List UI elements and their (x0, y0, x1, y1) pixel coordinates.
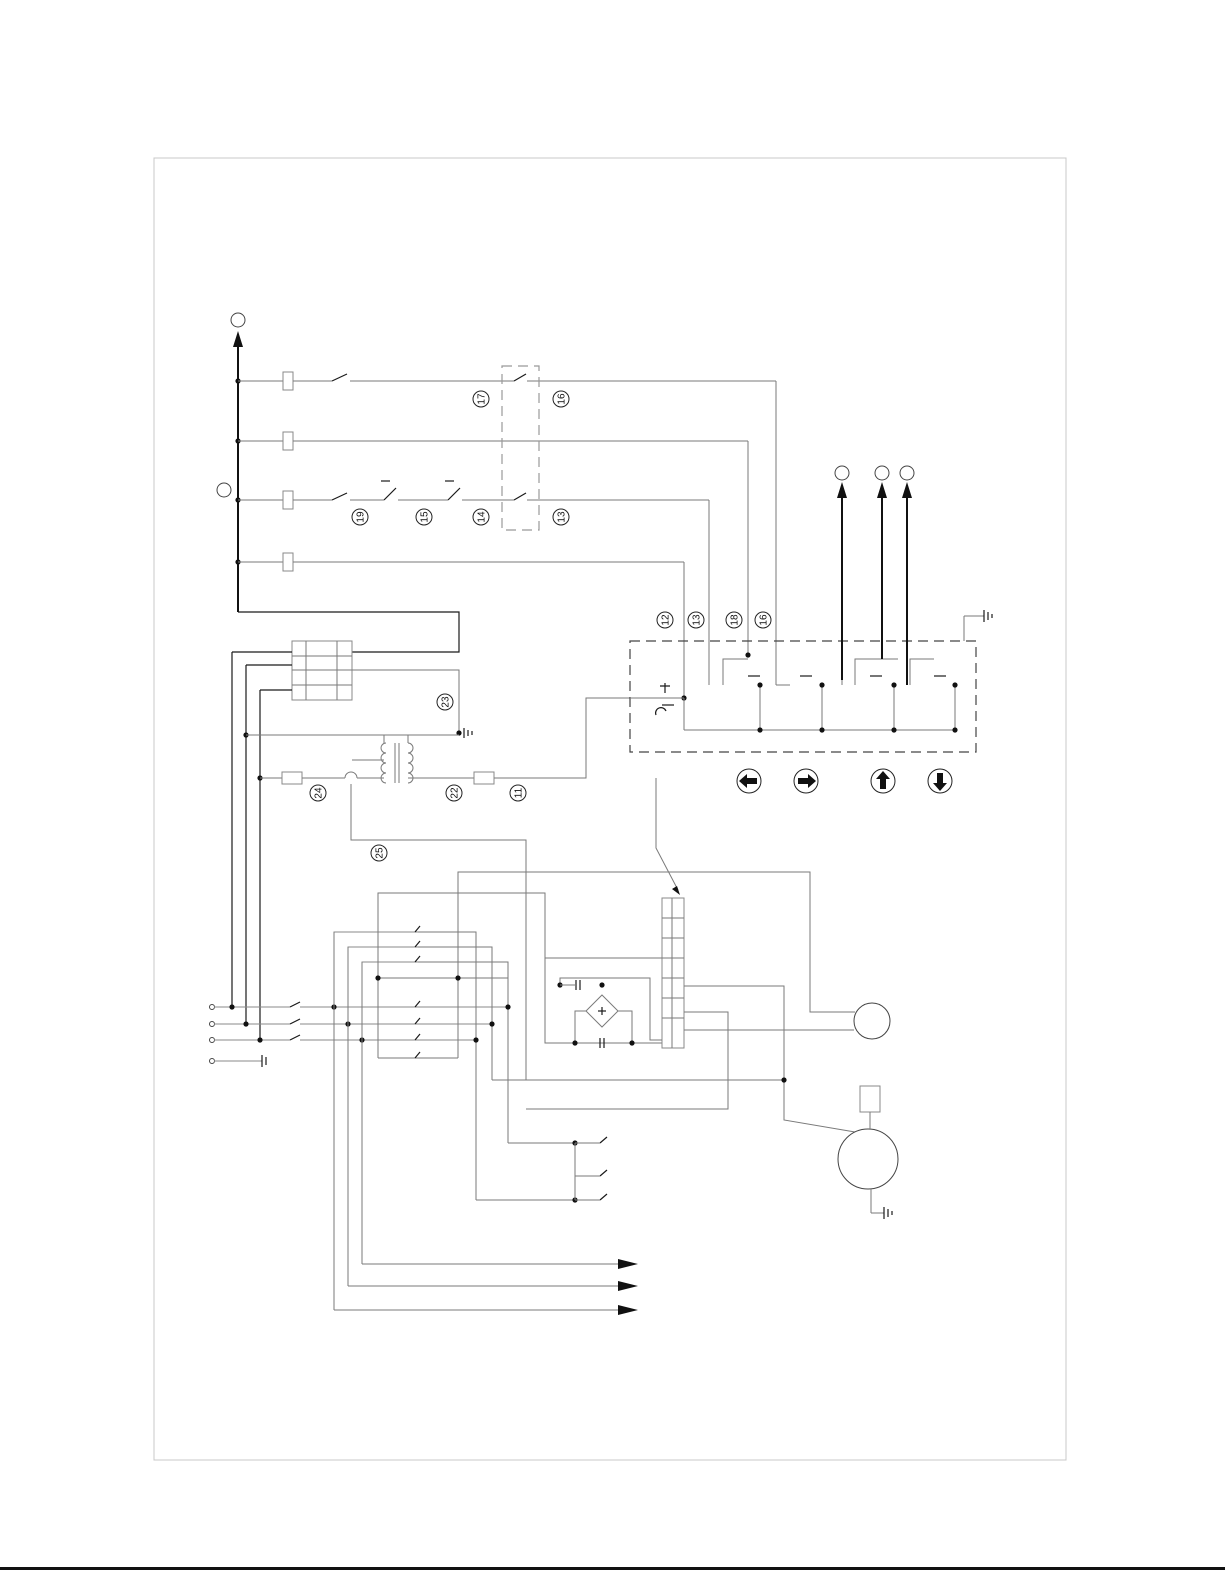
fuse-11 (474, 772, 494, 784)
svg-text:13: 13 (557, 511, 568, 523)
wire-label-15: 15 (416, 509, 432, 525)
coil-2 (283, 432, 293, 450)
svg-text:22: 22 (450, 787, 461, 799)
wire-label-16: 16 (755, 612, 771, 628)
arrow-up-icon (871, 769, 895, 793)
svg-text:25: 25 (375, 847, 386, 859)
svg-text:14: 14 (477, 511, 488, 523)
svg-text:18: 18 (730, 614, 741, 626)
svg-text:16: 16 (557, 393, 568, 405)
hoist-motor (838, 1129, 898, 1189)
interlock-box (502, 366, 539, 530)
svg-text:24: 24 (314, 787, 325, 799)
coil-1 (283, 372, 293, 390)
mains-pe (210, 1059, 215, 1064)
terminal-out-2 (875, 466, 889, 480)
svg-text:23: 23 (441, 696, 452, 708)
bus-arrowhead (233, 331, 243, 347)
page-bottom-rule (0, 1567, 1225, 1570)
pushbutton-group (723, 488, 958, 733)
power-circuit (210, 778, 899, 1315)
svg-text:19: 19 (356, 511, 367, 523)
fuse-24 (282, 772, 302, 784)
wire-label-14: 14 (473, 509, 489, 525)
wire-label-24: 24 (310, 785, 326, 801)
wire-label-25: 25 (371, 845, 387, 861)
wire-label-23: 23 (437, 694, 453, 710)
arrow-down-icon (928, 769, 952, 793)
wire-label-16-top: 16 (553, 391, 569, 407)
mains-l1 (210, 1005, 215, 1010)
svg-text:16: 16 (759, 614, 770, 626)
wire-label-12: 12 (657, 612, 673, 628)
svg-text:15: 15 (420, 511, 431, 523)
svg-text:12: 12 (661, 614, 672, 626)
control-transformer (246, 698, 630, 1080)
coil-4 (283, 553, 293, 571)
wire-label-19: 19 (352, 509, 368, 525)
wire-label-17: 17 (473, 391, 489, 407)
coil-3 (283, 491, 293, 509)
arrow-right-icon (794, 769, 818, 793)
terminal-side (217, 483, 231, 497)
drawing-frame (154, 158, 1066, 1460)
terminal-out-1 (835, 466, 849, 480)
motor-thermal (860, 1086, 880, 1112)
output-arrow-3 (618, 1305, 638, 1315)
wire-label-18: 18 (726, 612, 742, 628)
svg-text:13: 13 (692, 614, 703, 626)
mains-l2 (210, 1022, 215, 1027)
output-arrow-1 (618, 1259, 638, 1269)
terminal-out-3 (900, 466, 914, 480)
terminal-strip (662, 898, 684, 1048)
mains-l3 (210, 1038, 215, 1043)
wire-label-13-top: 13 (553, 509, 569, 525)
wire-label-11: 11 (510, 785, 526, 801)
arrow-left-icon (737, 769, 761, 793)
svg-text:17: 17 (477, 393, 488, 405)
terminal-top (231, 313, 245, 327)
svg-text:11: 11 (514, 787, 525, 798)
output-arrow-2 (618, 1281, 638, 1291)
contactor-block (232, 641, 462, 736)
wire-label-13: 13 (688, 612, 704, 628)
wire-label-22: 22 (446, 785, 462, 801)
brake-coil (854, 1003, 890, 1039)
